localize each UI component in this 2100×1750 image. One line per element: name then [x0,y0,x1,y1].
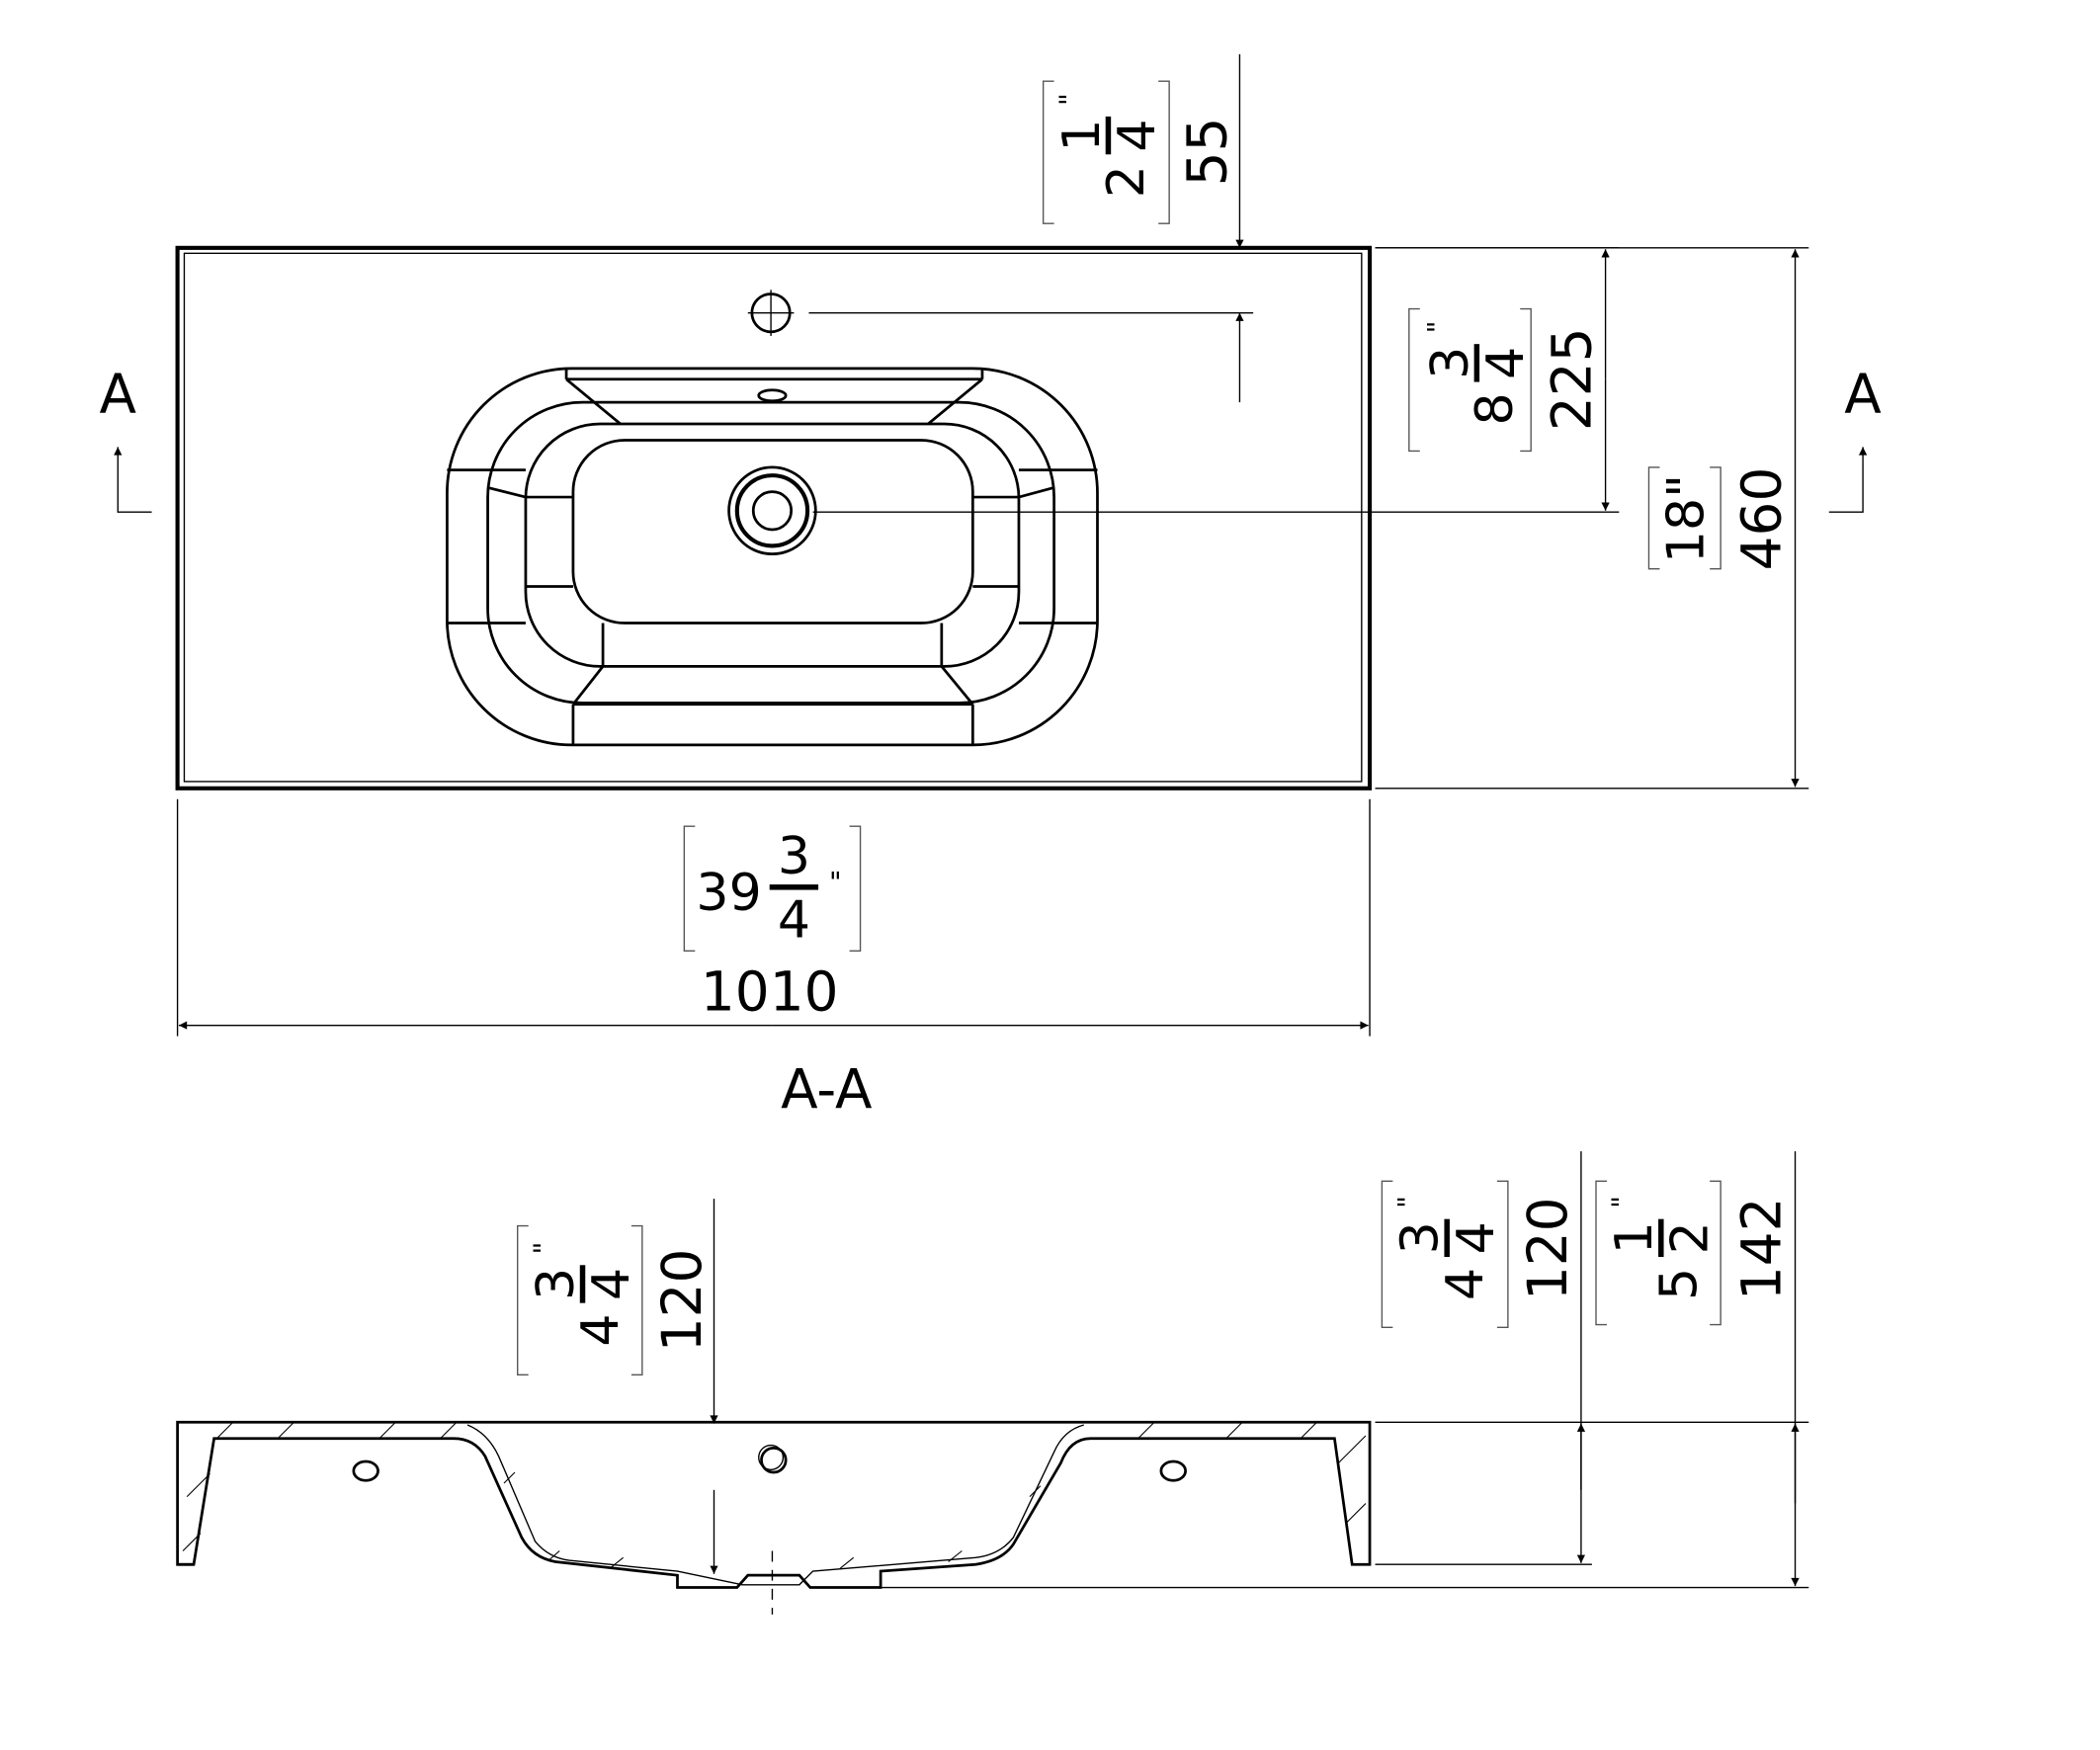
svg-text:5: 5 [1649,1268,1709,1300]
svg-text:142: 142 [1729,1198,1793,1301]
faucet-hole [747,290,795,336]
svg-text:4: 4 [1447,1221,1506,1254]
dimension-width: 1010 39 3 4 " [178,825,1369,1030]
section-view: 120 4 3 4 " 120 4 3 4 " [176,1151,1809,1615]
svg-text:4: 4 [571,1314,630,1347]
svg-text:120: 120 [1516,1198,1579,1301]
countertop-edge [183,252,1363,783]
svg-text:18": 18" [1656,474,1716,563]
overflow-slot [757,388,788,403]
svg-text:460: 460 [1729,467,1793,571]
svg-text:3: 3 [1421,347,1480,379]
svg-text:": " [529,1242,559,1255]
svg-text:2: 2 [1097,165,1156,198]
svg-text:": " [1423,321,1454,334]
side-hole-left [352,1459,379,1482]
section-marker-right: A [1828,363,1882,513]
dimension-basin-depth: 120 4 3 4 " [517,1199,718,1574]
drain [727,465,817,556]
svg-text:55: 55 [1176,118,1239,187]
svg-text:": " [829,868,842,898]
svg-text:225: 225 [1541,327,1604,431]
svg-text:3: 3 [778,827,810,886]
svg-text:": " [1054,93,1085,106]
top-view: A A 55 2 1 4 " 225 [100,53,1882,1037]
dimension-drain-offset: 225 8 3 4 " [1408,249,1610,511]
dimension-depth: 460 18" [1647,249,1800,788]
svg-text:1: 1 [1605,1221,1664,1254]
svg-text:8: 8 [1466,392,1525,425]
svg-text:A: A [1844,363,1882,426]
svg-text:4: 4 [778,891,810,951]
basin [446,367,1099,747]
dimension-edge-height: 120 4 3 4 " [1381,1151,1586,1563]
svg-text:3: 3 [527,1268,586,1300]
section-hatching [182,1421,1367,1569]
section-title: A-A [781,1057,873,1121]
svg-text:1010: 1010 [701,960,839,1024]
side-hole-right [1159,1459,1187,1482]
svg-text:120: 120 [650,1249,714,1353]
svg-text:3: 3 [1391,1221,1451,1254]
section-marker-left: A [100,363,152,513]
svg-text:": " [1608,1196,1638,1208]
svg-text:4: 4 [1436,1268,1495,1300]
svg-text:": " [1393,1196,1424,1208]
svg-text:1: 1 [1052,120,1112,152]
svg-text:2: 2 [1660,1221,1720,1254]
overflow-hole [758,1444,788,1474]
svg-text:A: A [100,363,137,426]
dimension-faucet-offset: 55 2 1 4 " [1042,53,1244,403]
svg-text:39: 39 [696,864,761,923]
countertop-outline [175,245,1373,791]
svg-text:4: 4 [1108,120,1167,152]
dimension-total-height: 142 5 1 2 " [1595,1151,1800,1587]
svg-text:4: 4 [1476,347,1536,379]
svg-text:4: 4 [582,1268,641,1300]
